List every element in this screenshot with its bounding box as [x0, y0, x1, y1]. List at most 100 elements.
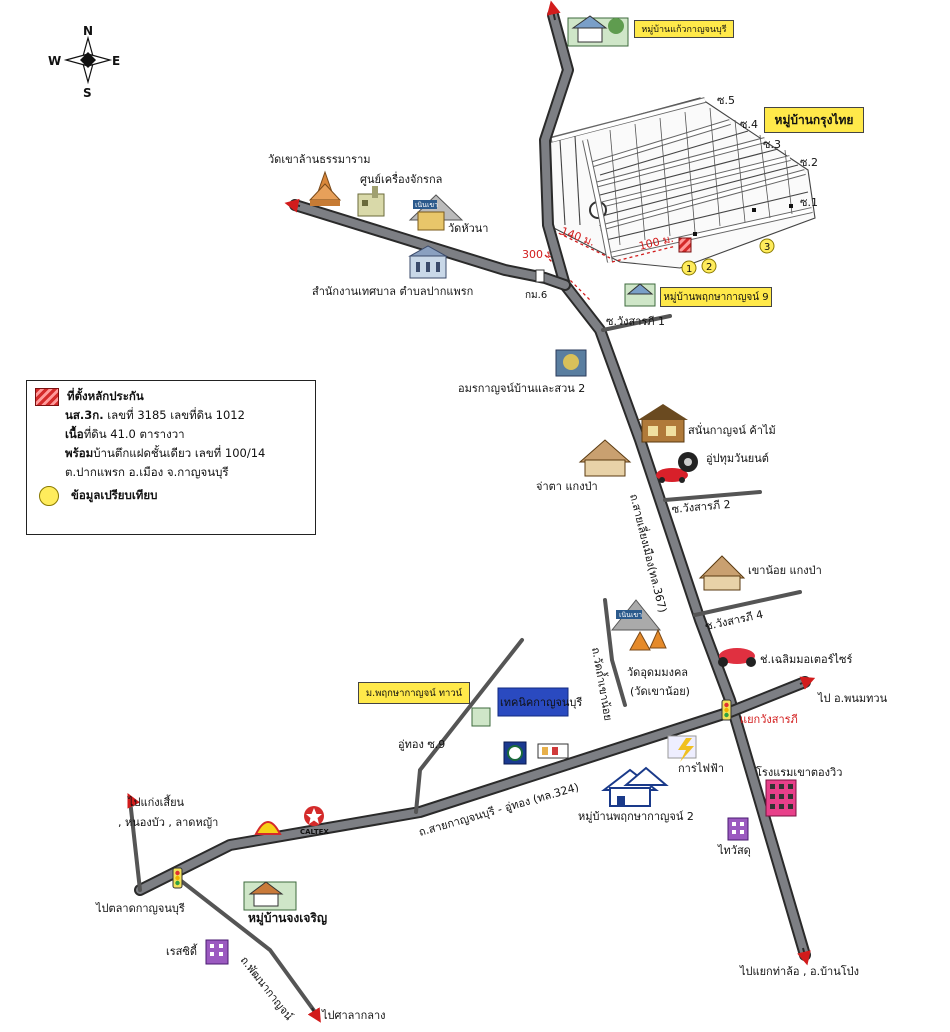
store-icon: [727, 817, 749, 841]
u-thong-soi9-label: อู่ทอง ซ.9: [398, 738, 445, 751]
comparison-dot-2: 2: [701, 258, 717, 274]
caltex-label: CALTEX: [300, 828, 329, 836]
collateral-site: [678, 237, 692, 253]
store-icon: [205, 939, 229, 965]
comparison-dot-3: 3: [759, 238, 775, 254]
legend-deed: เลขที่ 3185 เลขที่ดิน 1012: [107, 407, 245, 422]
temple-icon: เนินเขา: [408, 194, 464, 231]
legend-deed-row: นส.3ก. เลขที่ 3185 เลขที่ดิน 1012: [35, 406, 307, 425]
house-icon: [624, 283, 656, 307]
thaiwasadu-label: ไทวัสดุ: [717, 844, 751, 857]
house-icon: [243, 881, 297, 911]
legend-house-row: พร้อมบ้านตึกแฝดชั้นเดียว เลขที่ 100/14: [35, 444, 307, 463]
legend-deed-prefix: นส.3ก.: [65, 407, 104, 422]
dest-market: ไปตลาดกาญจนบุรี: [95, 902, 185, 915]
svg-text:2: 2: [706, 262, 712, 273]
garage-label: อู่ปทุมวันยนต์: [706, 452, 769, 465]
village-tag-phruksa-9: หมู่บ้านพฤกษากาญจน์ 9: [660, 287, 772, 307]
caltex-logo-icon: CALTEX: [300, 806, 329, 836]
factory-icon: [357, 186, 385, 217]
motorcycle-label: ช่.เฉลิมมอเตอร์ไซร์: [760, 653, 852, 666]
shop-icon: [555, 349, 587, 377]
shell-logo-icon: [254, 821, 282, 835]
junction-label: แยกวังสารภี: [740, 713, 798, 726]
temple-icon: เนินเขา: [610, 599, 667, 651]
traffic-light-icon: [172, 867, 183, 889]
village-phruksa-2-label: หมู่บ้านพฤกษากาญจน์ 2: [578, 810, 694, 823]
house-icon: [567, 15, 629, 47]
khao-noi-label: เขาน้อย แกงป่า: [748, 564, 822, 577]
village-tag-top: หมู่บ้านแก้วกาญจนบุรี: [634, 20, 734, 38]
machinery-center-label: ศูนย์เครื่องจักรกล: [360, 171, 442, 186]
compass-e: E: [112, 54, 120, 68]
soi-2: ซ.2: [800, 156, 818, 169]
sanankarn-label: สนั่นกาญจน์ ค้าไม้: [688, 422, 776, 437]
motorcycle-icon: [718, 648, 756, 667]
legend-area-row: เนื้อที่ดิน 41.0 ตารางวา: [35, 425, 307, 444]
legend-collateral: ที่ตั้งหลักประกัน: [67, 388, 144, 403]
legend-house: บ้านตึกแฝดชั้นเดียว เลขที่ 100/14: [93, 445, 266, 460]
technic-label: เทคนิคกาญจนบุรี: [500, 696, 582, 709]
roads: [134, 9, 811, 961]
wat-udom-label: วัดอุดมมงคล: [627, 666, 688, 679]
soi-5: ซ.5: [717, 94, 735, 107]
hotel-label: โรงแรมเขาตองวิว: [756, 765, 842, 779]
comparison-swatch: [39, 485, 59, 506]
legend-location-row: ต.ปากแพรก อ.เมือง จ.กาญจนบุรี: [35, 463, 307, 482]
jatar-label: จ่าตา แกงป่า: [536, 480, 598, 493]
dest-tha-lo: ไปแยกท่าล้อ , อ.บ้านโป่ง: [739, 964, 859, 978]
dest-court: ไปศาลากลาง: [321, 1009, 386, 1022]
soi-wang-sarapee-1-label: ซ.วังสารภี 1: [606, 315, 665, 328]
temple-icon: [308, 170, 342, 206]
compass-icon: N S E W: [48, 24, 120, 100]
road-phatthana-label: ถ.พัฒนากาญจน์: [238, 954, 296, 1023]
wat-udom-sub-label: (วัดเขาน้อย): [630, 685, 690, 698]
svg-text:1: 1: [686, 264, 692, 275]
km-post: [535, 269, 545, 283]
amornkarn-label: อมรกาญจน์บ้านและสวน 2: [458, 382, 585, 395]
legend-comparison: ข้อมูลเปรียบเทียบ: [71, 487, 158, 502]
legend-area-prefix: เนื้อ: [65, 426, 84, 441]
soi-4: ซ.4: [740, 118, 758, 131]
km-marker-label: กม.6: [525, 290, 547, 301]
wat-udom-sign: เนินเขา: [619, 611, 642, 619]
house-icon: [698, 555, 746, 591]
building-icon: [408, 245, 448, 279]
village-tag-krung-thai: หมู่บ้านกรุงไทย: [764, 107, 864, 133]
dest-kaeng-sian-2: , หนองบัว , ลาดหญ้า: [118, 816, 218, 829]
legend-comparison-row: ข้อมูลเปรียบเทียบ: [35, 485, 307, 506]
building-icon: [471, 687, 569, 765]
legend-location: ต.ปากแพรก อ.เมือง จ.กาญจนบุรี: [65, 464, 229, 479]
house-icon: [578, 439, 632, 477]
collateral-swatch: [35, 387, 59, 406]
traffic-light-icon: [721, 699, 732, 721]
village-grid: [544, 97, 816, 269]
electricity-label: การไฟฟ้า: [678, 762, 724, 775]
legend-collateral-row: ที่ตั้งหลักประกัน: [35, 387, 307, 406]
soi-1: ซ.1: [800, 196, 818, 209]
house-icon: [601, 766, 669, 807]
svg-text:3: 3: [764, 242, 770, 253]
wat-hua-na-label: วัดหัวนา: [448, 222, 488, 235]
power-icon: [667, 735, 697, 762]
compass-s: S: [83, 86, 92, 100]
dest-phanom-thuan: ไป อ.พนมทวน: [817, 692, 888, 705]
village-tag-phruksa-town: ม.พฤกษากาญจน์ ทาวน์: [358, 682, 470, 704]
soi-wang-sarapee-2-label: ซ.วังสารภี 2: [671, 498, 731, 516]
wat-khao-lan-label: วัดเขาล้านธรรมาราม: [268, 153, 371, 166]
shop-icon: [638, 404, 688, 443]
legend-box: ที่ตั้งหลักประกัน นส.3ก. เลขที่ 3185 เลข…: [26, 380, 316, 535]
legend-area: ที่ดิน 41.0 ตารางวา: [83, 426, 185, 441]
municipal-office-label: สำนักงานเทศบาล ตำบลปากแพรก: [312, 285, 473, 298]
distance-300: 300 ม.: [522, 248, 557, 261]
comparison-dot-1: 1: [681, 260, 697, 276]
compass-w: W: [48, 54, 61, 68]
soi-3: ซ.3: [763, 138, 781, 151]
compass-n: N: [83, 24, 93, 38]
village-jongcharoen-label: หมู่บ้านจงเจริญ: [248, 911, 327, 926]
side-roads: [128, 314, 802, 1014]
resident-label: เรสซิดี้: [166, 943, 198, 958]
wat-hua-na-sign: เนินเขา: [415, 201, 438, 209]
dest-kaeng-sian-1: ไปแก่งเสี้ยน: [127, 794, 185, 809]
